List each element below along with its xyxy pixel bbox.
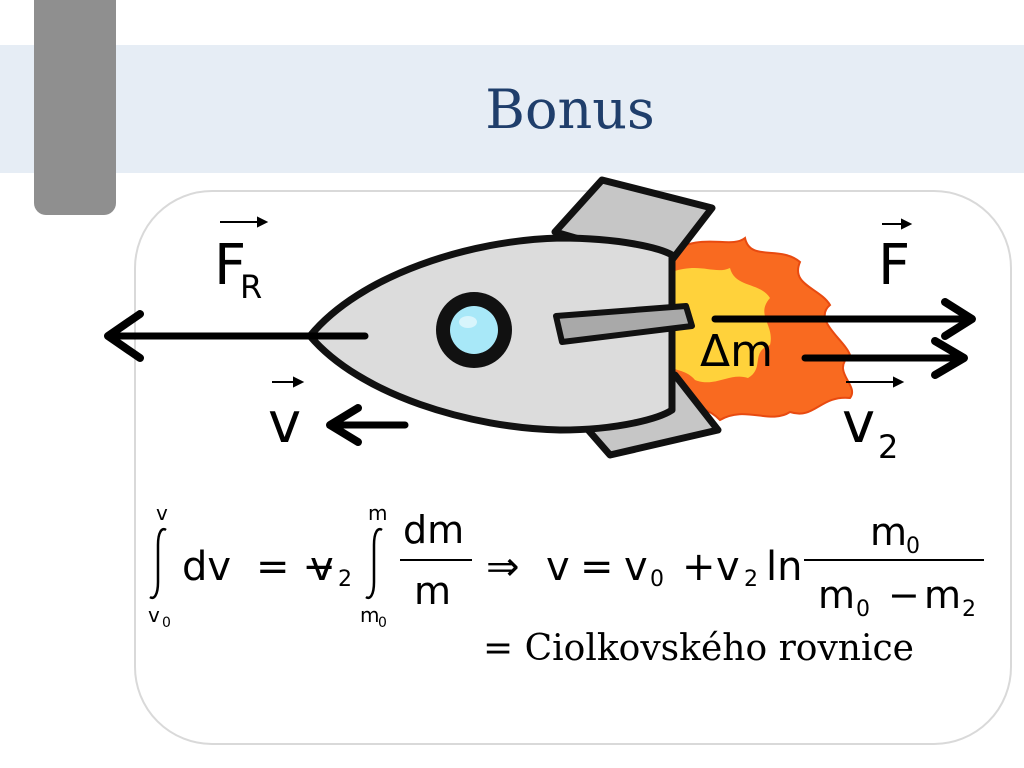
integral-sign	[149, 528, 167, 599]
integral-sign	[365, 528, 383, 599]
svg-text:dm: dm	[403, 508, 464, 552]
svg-text:v: v	[624, 544, 648, 590]
porthole-icon	[436, 292, 512, 368]
svg-text:m: m	[870, 510, 907, 554]
velocity-label: v	[268, 391, 301, 456]
resistance-force-label: F	[214, 233, 246, 298]
svg-text:dv: dv	[182, 544, 231, 590]
exhaust-velocity-arrow	[801, 337, 968, 379]
svg-text:0: 0	[856, 597, 870, 622]
equation-caption: = Ciolkovského rovnice	[483, 628, 914, 669]
exhaust-velocity-label: v	[842, 391, 875, 456]
flame-icon	[667, 236, 853, 422]
svg-text:2: 2	[744, 567, 758, 592]
mass-element-label: Δm	[700, 326, 773, 377]
decorative-tab	[34, 0, 116, 215]
svg-text:+: +	[682, 544, 716, 590]
resistance-force-arrow	[104, 310, 369, 362]
svg-text:0: 0	[162, 615, 171, 631]
svg-text:0: 0	[906, 534, 920, 559]
svg-text:⇒: ⇒	[486, 544, 520, 590]
svg-text:=: =	[580, 544, 614, 590]
svg-text:v: v	[716, 544, 740, 590]
rocket-equation: v v 0 dv = − v 2 m m 0 dm m ⇒ v = v 0 + …	[148, 501, 984, 631]
svg-text:m: m	[360, 603, 379, 627]
rocket-nozzle	[553, 303, 695, 345]
svg-text:v: v	[156, 501, 168, 525]
thrust-force-label: F	[878, 233, 910, 298]
exhaust-velocity-subscript: 2	[878, 428, 898, 466]
svg-text:−: −	[888, 573, 920, 617]
velocity-arrow	[326, 404, 409, 446]
svg-text:2: 2	[338, 567, 352, 592]
svg-text:0: 0	[378, 615, 387, 631]
svg-text:ln: ln	[766, 544, 802, 590]
svg-text:0: 0	[650, 567, 664, 592]
svg-text:= −: = −	[256, 544, 336, 590]
svg-text:v: v	[310, 544, 334, 590]
svg-text:m: m	[414, 569, 451, 613]
resistance-force-subscript: R	[240, 268, 262, 306]
svg-text:v: v	[546, 544, 570, 590]
svg-text:2: 2	[962, 597, 976, 622]
title-band	[0, 45, 1024, 173]
svg-text:m: m	[818, 573, 855, 617]
svg-text:m: m	[368, 501, 387, 525]
svg-text:m: m	[924, 573, 961, 617]
thrust-force-arrow	[711, 298, 976, 340]
svg-text:v: v	[148, 603, 160, 627]
slide-title: Bonus	[485, 78, 655, 141]
